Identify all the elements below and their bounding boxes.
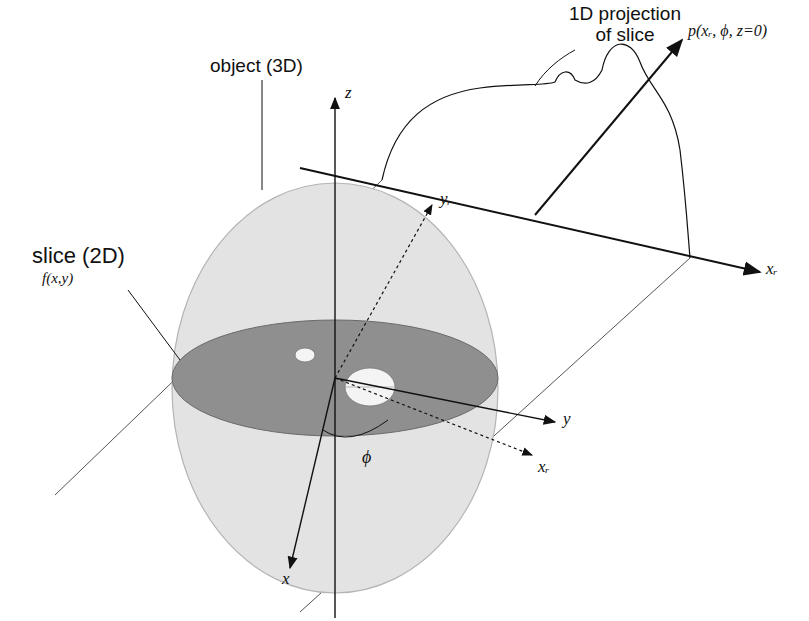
projection-axis — [300, 168, 760, 272]
callout-label: slice (2D) — [32, 244, 125, 268]
callout-label: 1D projection of slice — [565, 4, 685, 46]
phi-arc — [323, 420, 388, 437]
axis-label: z — [345, 84, 352, 103]
p-axis — [535, 40, 682, 215]
inclusion — [345, 368, 395, 406]
projection-curve — [382, 44, 690, 258]
axis-label: xᵣ — [538, 458, 550, 477]
x-axis — [290, 378, 335, 568]
leader-line — [128, 290, 180, 360]
axis-label: xᵣ — [766, 260, 778, 279]
function-label: p(xᵣ, ϕ, z=0) — [688, 22, 767, 40]
function-label: f(x,y) — [42, 270, 73, 287]
y-axis — [335, 378, 555, 422]
xr-axis-dashed — [335, 378, 532, 455]
callout-label: object (3D) — [210, 56, 303, 77]
inclusion-equator — [345, 387, 395, 388]
axis-label: x — [282, 570, 290, 589]
leader-line — [535, 50, 575, 86]
inclusion — [295, 348, 315, 362]
axis-label: y — [563, 410, 571, 429]
leader-line — [262, 80, 263, 190]
yr-axis-dashed — [335, 205, 432, 378]
angle-label: ϕ — [362, 448, 371, 468]
axis-label: yᵣ — [440, 190, 452, 209]
